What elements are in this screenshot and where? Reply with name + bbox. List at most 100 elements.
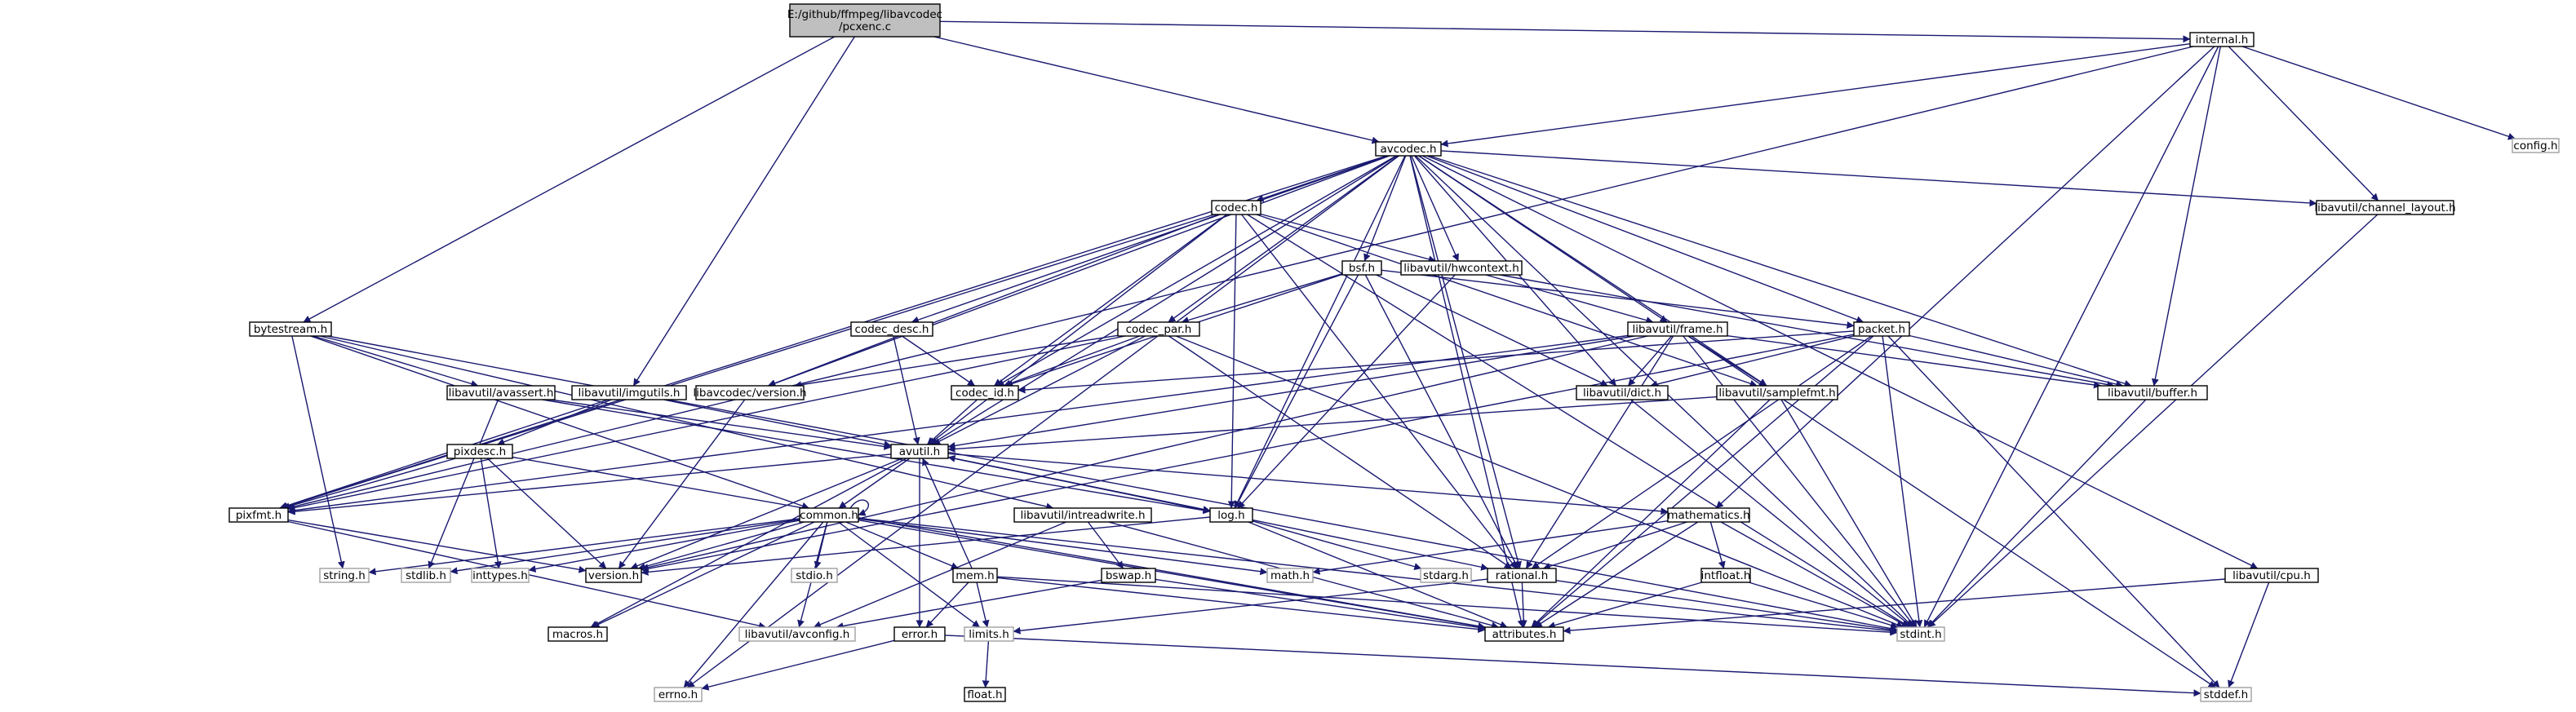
node-box xyxy=(1117,321,1200,337)
node-box xyxy=(471,568,530,583)
edge-avcodec-to-buffer xyxy=(1429,155,2132,387)
node-box xyxy=(789,3,941,38)
edge-avcodec-to-codec_desc xyxy=(911,155,1389,324)
node-imgutils[interactable]: libavutil/imgutils.h xyxy=(571,385,687,400)
node-intreadwrite[interactable]: libavutil/intreadwrite.h xyxy=(1013,507,1152,523)
node-samplefmt[interactable]: libavutil/samplefmt.h xyxy=(1716,385,1838,400)
node-label: libavutil/imgutils.h xyxy=(579,387,681,400)
edge-avassert-to-stdlib xyxy=(428,399,499,569)
edge-packet-to-buffer xyxy=(1909,334,2124,388)
node-float[interactable]: float.h xyxy=(964,687,1006,702)
edge-common-to-string xyxy=(368,518,800,576)
edge-pixdesc-to-attributes xyxy=(512,456,1486,630)
node-buffer[interactable]: libavutil/buffer.h xyxy=(2097,385,2208,400)
node-common[interactable]: common.h xyxy=(799,507,859,523)
node-error[interactable]: error.h xyxy=(893,626,946,642)
edge-error-to-stddef xyxy=(944,635,2201,697)
node-avutil[interactable]: avutil.h xyxy=(890,444,949,459)
edge-pixdesc-to-inttypes xyxy=(480,458,502,569)
node-rational[interactable]: rational.h xyxy=(1487,568,1557,583)
node-version[interactable]: version.h xyxy=(585,568,642,583)
edge-bytestream-to-intreadwrite xyxy=(320,335,1054,511)
node-box xyxy=(446,444,513,459)
node-codec-id[interactable]: codec_id.h xyxy=(951,385,1019,400)
edge-mem-to-limits xyxy=(976,582,990,628)
node-box xyxy=(1420,568,1472,583)
node-label: stddef.h xyxy=(2204,688,2248,701)
node-pixdesc[interactable]: pixdesc.h xyxy=(446,444,513,459)
edge-bytestream-to-common xyxy=(310,335,809,510)
node-label: rational.h xyxy=(1496,569,1549,582)
edge-avcodec-to-rational xyxy=(1409,155,1522,569)
node-label: limits.h xyxy=(969,628,1009,641)
node-label: macros.h xyxy=(552,628,603,641)
node-bswap[interactable]: bswap.h xyxy=(1101,568,1156,583)
edge-mem-to-error xyxy=(925,582,969,628)
edge-intreadwrite-to-avconfig xyxy=(813,521,1066,628)
edge-codec_par-to-lavc_version xyxy=(794,334,1119,389)
node-box xyxy=(1716,385,1838,400)
node-box xyxy=(1667,507,1750,523)
node-mem[interactable]: mem.h xyxy=(952,568,998,583)
node-box xyxy=(1576,385,1669,400)
node-codec-desc[interactable]: codec_desc.h xyxy=(850,321,933,337)
node-packet[interactable]: packet.h xyxy=(1853,321,1910,337)
node-bytestream[interactable]: bytestream.h xyxy=(249,321,332,337)
node-root[interactable]: E:/github/ffmpeg/libavcodec/pcxenc.c xyxy=(787,3,942,38)
edge-intreadwrite-to-bswap xyxy=(1087,521,1124,569)
node-label: log.h xyxy=(1217,509,1244,522)
node-box xyxy=(850,321,933,337)
node-label: bswap.h xyxy=(1106,569,1151,582)
node-cpu[interactable]: libavutil/cpu.h xyxy=(2224,568,2319,583)
node-frame[interactable]: libavutil/frame.h xyxy=(1627,321,1728,337)
node-attributes[interactable]: attributes.h xyxy=(1484,626,1564,642)
edge-avcodec-to-codec_par xyxy=(1168,155,1399,323)
edge-mathematics-to-stdint xyxy=(1720,521,1909,628)
node-mathematics[interactable]: mathematics.h xyxy=(1667,507,1750,523)
edge-rational-to-attributes xyxy=(1519,582,1527,628)
node-intfloat[interactable]: intfloat.h xyxy=(1700,568,1751,583)
node-box xyxy=(1101,568,1156,583)
node-hwcontext[interactable]: libavutil/hwcontext.h xyxy=(1400,260,1523,276)
node-string: string.h xyxy=(319,568,370,583)
node-label: libavcodec/version.h xyxy=(693,387,806,400)
edge-channel_layout-to-stdint xyxy=(1927,214,2379,628)
node-pixfmt[interactable]: pixfmt.h xyxy=(228,507,289,523)
edge-imgutils-to-avutil xyxy=(663,399,892,449)
node-label: bytestream.h xyxy=(254,323,327,336)
node-box xyxy=(1700,568,1751,583)
edge-mem-to-stdint xyxy=(996,576,1898,636)
node-box xyxy=(548,626,608,642)
node-log[interactable]: log.h xyxy=(1209,507,1253,523)
edge-avcodec-to-cpu xyxy=(1421,155,2259,569)
edge-common-to-macros xyxy=(592,521,815,628)
node-lavc-version[interactable]: libavcodec/version.h xyxy=(693,385,807,400)
node-channel-layout[interactable]: libavutil/channel_layout.h xyxy=(2314,200,2456,215)
node-label: string.h xyxy=(323,569,366,582)
edge-intfloat-to-attributes xyxy=(1547,582,1702,629)
node-dict[interactable]: libavutil/dict.h xyxy=(1576,385,1669,400)
edge-codec_desc-to-codec_id xyxy=(902,335,975,387)
node-internal[interactable]: internal.h xyxy=(2189,32,2255,47)
edge-root-to-bytestream xyxy=(303,36,836,323)
edge-codec-to-avutil xyxy=(928,214,1228,445)
edge-avcodec-to-packet xyxy=(1426,155,1864,324)
edge-log-to-version xyxy=(641,516,1211,576)
edge-pixdesc-to-pixfmt xyxy=(282,458,456,510)
edge-avutil-to-common xyxy=(838,458,911,509)
node-avassert[interactable]: libavutil/avassert.h xyxy=(446,385,556,400)
node-bsf[interactable]: bsf.h xyxy=(1341,260,1382,276)
node-codec[interactable]: codec.h xyxy=(1211,200,1261,215)
edge-common-to-attributes xyxy=(858,520,1486,630)
node-avcodec[interactable]: avcodec.h xyxy=(1375,141,1442,157)
node-box xyxy=(1487,568,1557,583)
node-label: libavutil/buffer.h xyxy=(2108,387,2197,400)
node-macros[interactable]: macros.h xyxy=(548,626,608,642)
node-box xyxy=(890,444,949,459)
edge-codec-to-samplefmt xyxy=(1256,214,1758,387)
node-label: pixdesc.h xyxy=(454,445,507,458)
node-codec-par[interactable]: codec_par.h xyxy=(1117,321,1200,337)
node-label: float.h xyxy=(967,688,1002,701)
node-label: error.h xyxy=(902,628,938,641)
